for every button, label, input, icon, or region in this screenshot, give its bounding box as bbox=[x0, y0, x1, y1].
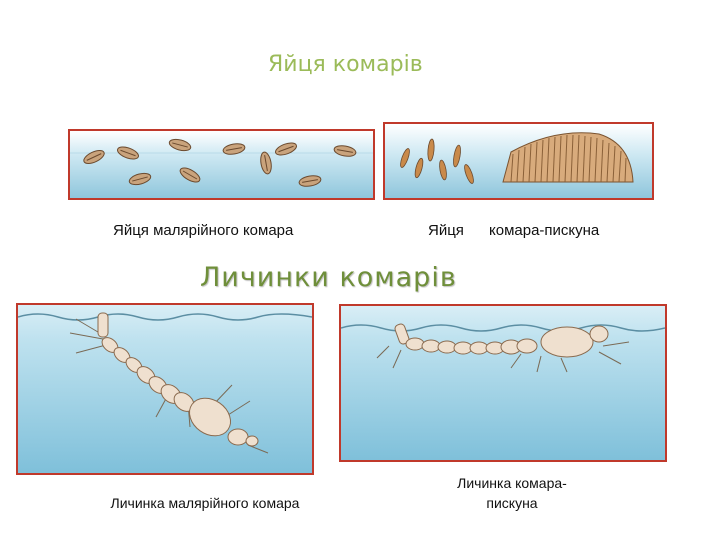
malaria-eggs-caption: Яйця малярійного комара bbox=[113, 222, 294, 239]
culex-larva-caption: Личинка комара-пискуна bbox=[457, 475, 567, 511]
culex-eggs-image bbox=[383, 122, 654, 200]
malaria-eggs-image bbox=[68, 129, 375, 200]
malaria-larva-caption: Личинка малярійного комара bbox=[110, 495, 300, 511]
eggs-title: Яйця комарів bbox=[268, 52, 423, 77]
culex-larva-image bbox=[339, 304, 667, 462]
malaria-larva-image bbox=[16, 303, 314, 475]
larvae-title: Личинки комарів bbox=[200, 262, 457, 293]
culex-eggs-caption-part2: комара-пискуна bbox=[489, 222, 600, 239]
culex-eggs-caption-part1: Яйця bbox=[428, 222, 464, 239]
